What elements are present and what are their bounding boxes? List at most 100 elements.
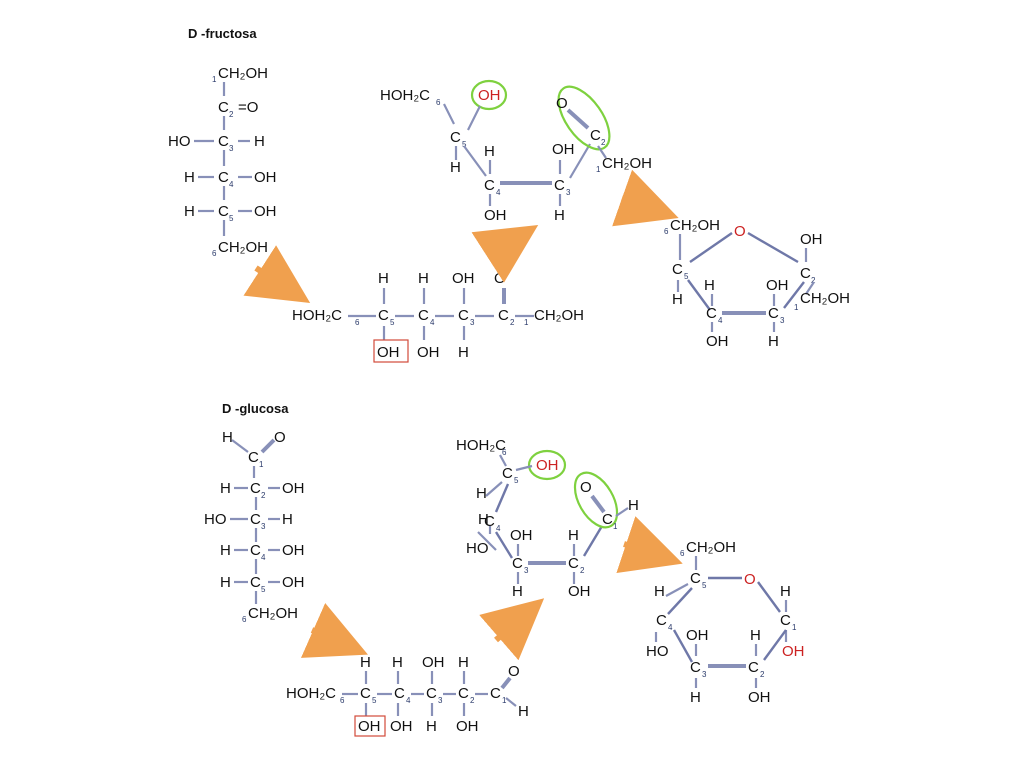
fructose-fischer-n1: 1: [212, 75, 217, 84]
svg-text:H: H: [476, 485, 487, 502]
fructose-fischer-r4-left: H: [184, 169, 195, 186]
svg-text:C: C: [672, 261, 683, 278]
fructose-fischer-r4-right: OH: [254, 169, 277, 186]
svg-text:H: H: [282, 511, 293, 528]
svg-text:H: H: [220, 480, 231, 497]
svg-text:OH: OH: [552, 141, 575, 158]
svg-text:C: C: [378, 307, 389, 324]
svg-text:H: H: [672, 291, 683, 308]
glucose-bent: HOH₂C 6 OH C 5 H H C 4 HO OH C 3 C 2 H O…: [456, 437, 639, 600]
svg-text:OH: OH: [417, 344, 440, 361]
svg-text:C: C: [590, 127, 601, 144]
arrow-icon: [471, 225, 539, 283]
svg-text:4: 4: [718, 316, 723, 325]
svg-text:4: 4: [496, 188, 501, 197]
svg-text:C: C: [512, 555, 523, 572]
svg-text:5: 5: [390, 318, 395, 327]
svg-text:5: 5: [514, 476, 519, 485]
svg-text:6: 6: [340, 696, 345, 705]
svg-text:6: 6: [212, 249, 217, 258]
svg-text:1: 1: [259, 460, 264, 469]
svg-text:HOH₂C: HOH₂C: [380, 87, 430, 104]
fructose-open-right: CH₂OH: [534, 307, 584, 324]
svg-text:HO: HO: [466, 540, 489, 557]
svg-text:C: C: [780, 612, 791, 629]
svg-text:OH: OH: [484, 207, 507, 224]
svg-text:OH: OH: [568, 583, 591, 600]
svg-text:2: 2: [229, 110, 234, 119]
fructose-fischer-r6: CH₂OH: [218, 239, 268, 256]
svg-text:3: 3: [566, 188, 571, 197]
svg-text:O: O: [734, 223, 746, 240]
svg-text:HOH₂C: HOH₂C: [456, 437, 506, 454]
fructose-fischer-r5-left: H: [184, 203, 195, 220]
fructose-fischer: 1 CH₂OH C 2 =O HO C 3 H H C 4 OH H C 5 O…: [168, 65, 277, 258]
glucose-open-chain: HOH₂C 6 C 5 C 4 C 3 C 2 C 1 O H H H OH H…: [286, 654, 529, 737]
hydroxyl-circle: [527, 449, 567, 481]
svg-text:H: H: [768, 333, 779, 350]
svg-text:C: C: [800, 265, 811, 282]
fructose-fischer-r5-right: OH: [254, 203, 277, 220]
fructose-title: D -fructosa: [188, 26, 257, 41]
svg-text:1: 1: [613, 522, 618, 531]
svg-text:OH: OH: [782, 643, 805, 660]
svg-text:3: 3: [470, 318, 475, 327]
svg-text:2: 2: [601, 138, 606, 147]
svg-text:H: H: [568, 527, 579, 544]
svg-text:5: 5: [684, 272, 689, 281]
svg-text:H: H: [554, 207, 565, 224]
svg-text:H: H: [458, 344, 469, 361]
svg-text:C: C: [748, 659, 759, 676]
svg-text:OH: OH: [282, 542, 305, 559]
svg-text:C: C: [250, 542, 261, 559]
fructose-open-left: HOH₂C: [292, 307, 342, 324]
svg-text:H: H: [750, 627, 761, 644]
svg-text:H: H: [458, 654, 469, 671]
svg-text:C: C: [484, 177, 495, 194]
svg-text:H: H: [780, 583, 791, 600]
svg-text:3: 3: [261, 522, 266, 531]
svg-text:OH: OH: [282, 480, 305, 497]
svg-text:1: 1: [792, 623, 797, 632]
svg-text:2: 2: [760, 670, 765, 679]
svg-text:H: H: [450, 159, 461, 176]
svg-text:H: H: [378, 270, 389, 287]
svg-text:4: 4: [496, 524, 501, 533]
carbonyl-circle: [573, 471, 619, 529]
svg-text:OH: OH: [686, 627, 709, 644]
arrow-icon: [612, 169, 679, 227]
svg-text:6: 6: [355, 318, 360, 327]
svg-text:C: C: [250, 574, 261, 591]
svg-text:OH: OH: [358, 718, 381, 735]
arrow-icon: [300, 603, 368, 658]
svg-text:H: H: [222, 429, 233, 446]
svg-text:C: C: [394, 685, 405, 702]
svg-text:H: H: [484, 143, 495, 160]
svg-text:6: 6: [664, 227, 669, 236]
hydroxyl-circle: [470, 79, 508, 111]
svg-text:C: C: [502, 465, 513, 482]
svg-text:C: C: [418, 307, 429, 324]
svg-text:C: C: [248, 449, 259, 466]
svg-text:H: H: [512, 583, 523, 600]
svg-text:2: 2: [811, 276, 816, 285]
svg-text:CH₂OH: CH₂OH: [800, 290, 850, 307]
glucose-ring: 6 CH₂OH C 5 O H C 1 OH H C 4 HO OH C 3 C…: [646, 539, 805, 706]
svg-text:OH: OH: [422, 654, 445, 671]
svg-text:H: H: [220, 542, 231, 559]
svg-text:OH: OH: [282, 574, 305, 591]
svg-text:H: H: [478, 511, 489, 528]
svg-text:3: 3: [702, 670, 707, 679]
svg-text:OH: OH: [478, 87, 501, 104]
svg-text:HO: HO: [646, 643, 669, 660]
svg-text:6: 6: [680, 549, 685, 558]
svg-text:C: C: [450, 129, 461, 146]
svg-text:5: 5: [462, 140, 467, 149]
svg-text:O: O: [744, 571, 756, 588]
glucose-title: D -glucosa: [222, 401, 289, 416]
svg-text:C: C: [690, 659, 701, 676]
svg-text:C: C: [554, 177, 565, 194]
svg-text:H: H: [704, 277, 715, 294]
svg-text:5: 5: [229, 214, 234, 223]
